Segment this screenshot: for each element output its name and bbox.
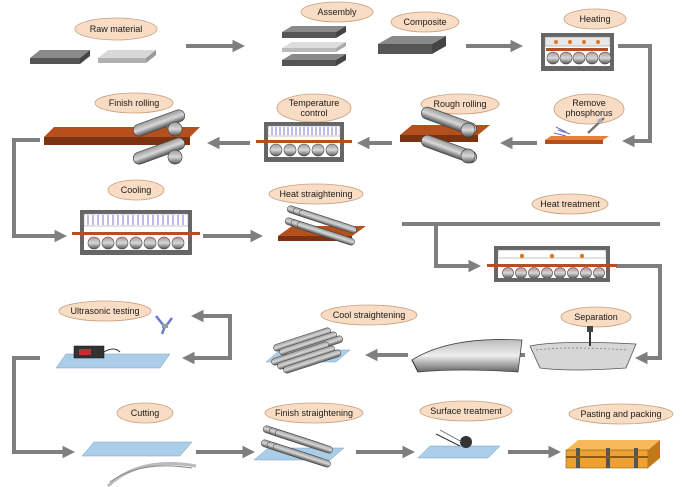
finish-rolling-illustration	[44, 109, 200, 165]
labels: Raw material Assembly Composite Heating …	[58, 1, 674, 425]
cutting-label: Cutting	[131, 408, 160, 418]
remove-phosphorus-label-2: phosphorus	[565, 108, 613, 118]
label-finish-rolling: Finish rolling	[94, 92, 174, 114]
ultrasonic-testing-label: Ultrasonic testing	[70, 306, 139, 316]
label-heating: Heating	[563, 8, 627, 30]
arrow-heat-treatment-to-separation	[616, 264, 662, 365]
remove-phosphorus-label-1: Remove	[572, 98, 606, 108]
assembly-label: Assembly	[317, 7, 357, 17]
heat-straightening-illustration	[278, 205, 366, 246]
cool-straightening-illustration	[265, 327, 351, 374]
temperature-control-label-1: Temperature	[289, 98, 340, 108]
label-finish-straightening: Finish straightening	[264, 402, 364, 424]
label-pasting-and-packing: Pasting and packing	[568, 403, 674, 425]
separation-illustration	[529, 326, 637, 371]
label-separation: Separation	[560, 306, 632, 328]
arrow-ultrasonic-to-cutting	[12, 356, 76, 459]
cooling-illustration	[72, 210, 200, 255]
arrow-finish-rolling-to-cooling	[12, 138, 68, 243]
pasting-and-packing-label: Pasting and packing	[580, 409, 661, 419]
finish-rolling-label: Finish rolling	[109, 98, 160, 108]
remove-phosphorus-illustration	[545, 117, 609, 144]
rough-rolling-label: Rough rolling	[433, 99, 486, 109]
arrow-to-heat-treatment	[402, 222, 482, 273]
label-rough-rolling: Rough rolling	[420, 93, 500, 115]
heating-furnace-illustration	[541, 33, 614, 71]
composite-label: Composite	[403, 17, 446, 27]
label-assembly: Assembly	[300, 1, 374, 23]
label-cool-straightening: Cool straightening	[320, 304, 418, 326]
heating-label: Heating	[579, 14, 610, 24]
arrow-cool-straightening-to-ultrasonic	[190, 309, 232, 360]
surface-treatment-illustration	[417, 429, 501, 459]
flow-arrows	[12, 39, 662, 459]
pasting-and-packing-illustration	[565, 440, 660, 469]
heat-treatment-furnace-illustration	[487, 246, 617, 282]
label-ultrasonic-testing: Ultrasonic testing	[58, 300, 152, 322]
surface-treatment-label: Surface treatment	[430, 406, 502, 416]
temperature-control-illustration	[256, 122, 352, 162]
label-remove-phosphorus: Remove phosphorus	[553, 93, 625, 125]
cutting-illustration	[81, 441, 197, 487]
finish-straightening-label: Finish straightening	[275, 408, 353, 418]
cool-straightening-label: Cool straightening	[333, 310, 406, 320]
raw-material-label: Raw material	[90, 24, 143, 34]
label-raw-material: Raw material	[74, 17, 158, 41]
heat-treatment-label: Heat treatment	[540, 199, 600, 209]
label-cooling: Cooling	[107, 179, 165, 201]
heat-straightening-label: Heat straightening	[279, 189, 352, 199]
label-heat-treatment: Heat treatment	[531, 193, 609, 215]
label-surface-treatment: Surface treatment	[419, 400, 513, 422]
label-heat-straightening: Heat straightening	[268, 183, 364, 205]
separation-label: Separation	[574, 312, 618, 322]
ultrasonic-testing-illustration	[55, 315, 173, 369]
label-temperature-control: Temperature control	[276, 93, 352, 123]
composite-illustration	[378, 36, 446, 54]
assembly-illustration	[282, 26, 346, 66]
probe-icon	[155, 315, 173, 335]
label-cutting: Cutting	[116, 402, 174, 424]
rough-rolling-illustration	[400, 106, 490, 164]
finish-straightening-illustration	[253, 425, 345, 468]
arrow-heating-to-remove-phosphorus	[618, 44, 652, 148]
curved-plate-illustration	[411, 339, 523, 373]
cooling-label: Cooling	[121, 185, 152, 195]
raw-material-illustration	[30, 50, 156, 64]
label-composite: Composite	[390, 11, 460, 33]
temperature-control-label-2: control	[300, 108, 327, 118]
